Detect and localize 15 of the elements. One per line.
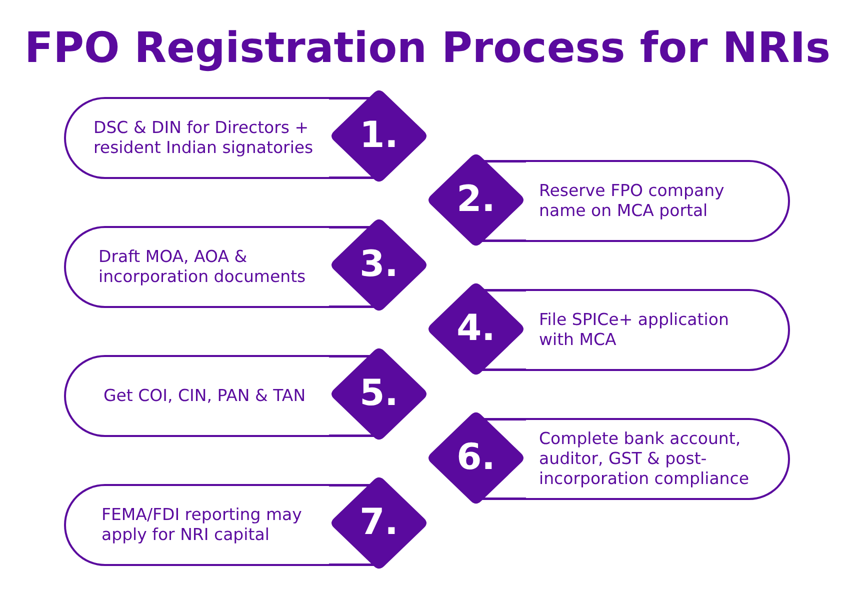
step-text: Complete bank account, auditor, GST & post-incorporation compliance — [539, 429, 750, 489]
step-number: 3. — [360, 245, 398, 285]
step-text: FEMA/FDI reporting may apply for NRI capital — [102, 505, 303, 545]
step-number: 7. — [360, 503, 398, 543]
step-text: DSC & DIN for Directors + resident Indian signatories — [94, 118, 314, 158]
step-text: Reserve FPO company name on MCA portal — [539, 181, 726, 221]
step-text: File SPICe+ application with MCA — [539, 310, 730, 350]
step-number: 4. — [456, 309, 496, 349]
step-text: Get COI, CIN, PAN & TAN — [104, 386, 307, 406]
step-number: 6. — [456, 438, 496, 478]
step-number: 2. — [456, 180, 496, 220]
step-text: Draft MOA, AOA & incorporation documents — [98, 247, 307, 287]
title: FPO Registration Process for NRIs — [24, 23, 830, 73]
step-number: 1. — [360, 116, 398, 156]
step-number: 5. — [360, 374, 398, 414]
